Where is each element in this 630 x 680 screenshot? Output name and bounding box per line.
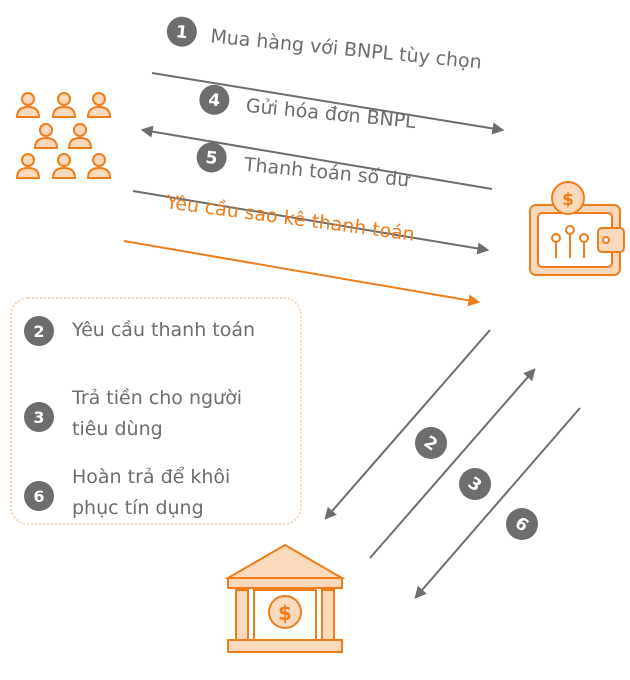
flow-6-arrow [414, 407, 581, 599]
legend-badge: 3 [24, 402, 54, 432]
svg-text:$: $ [278, 601, 292, 625]
legend-line: Trả tiền cho người [72, 387, 243, 409]
legend-item-3: 3 Trả tiền cho người tiêu dùng [24, 384, 287, 445]
legend-box: 2 Yêu cầu thanh toán 3 Trả tiền cho ngườ… [10, 297, 302, 525]
svg-text:$: $ [562, 190, 574, 210]
legend-text: Hoàn trả để khôi phục tín dụng [72, 462, 287, 524]
legend-item-2: 2 Yêu cầu thanh toán [24, 316, 287, 346]
step-number: 1 [175, 22, 189, 43]
consumers-group-icon [15, 92, 112, 179]
legend-badge: 2 [24, 316, 54, 346]
flow-5-label: Thanh toán số dư [242, 154, 411, 192]
legend-line: Hoàn trả để khôi [72, 466, 231, 488]
step-badge [196, 142, 227, 173]
legend-item-6: 6 Hoàn trả để khôi phục tín dụng [24, 463, 287, 524]
flow-4-label: Gửi hóa đơn BNPL [245, 95, 417, 133]
diagonal-badge-6: 6 [506, 508, 538, 540]
legend-line: Yêu cầu thanh toán [72, 319, 256, 341]
flow-3-arrow [369, 368, 536, 559]
legend-badge: 6 [24, 481, 54, 511]
flow-1-label: Mua hàng với BNPL tùy chọn [209, 25, 482, 73]
statement-request-arrow [123, 240, 481, 307]
step-number: 4 [207, 90, 221, 111]
flow-5-arrow [132, 190, 490, 255]
flow-2-arrow [324, 329, 491, 520]
legend-line: phục tín dụng [72, 497, 204, 519]
digital-wallet-icon: $ [529, 181, 625, 276]
statement-request-flow: Yêu cầu sao kê thanh toán [123, 191, 481, 307]
bank-icon: $ [224, 543, 346, 653]
statement-request-label: Yêu cầu sao kê thanh toán [164, 191, 416, 246]
legend-line: tiêu dùng [72, 418, 163, 440]
diagonal-badge-3: 3 [459, 468, 491, 500]
legend-text: Yêu cầu thanh toán [72, 315, 287, 346]
flow-1-arrow [151, 72, 505, 135]
legend-text: Trả tiền cho người tiêu dùng [72, 383, 287, 445]
step-badge [166, 16, 197, 47]
flow-4-arrow [140, 125, 493, 190]
step-badge [199, 84, 230, 115]
step-number: 5 [205, 148, 219, 169]
diagonal-badge-2: 2 [415, 427, 447, 459]
